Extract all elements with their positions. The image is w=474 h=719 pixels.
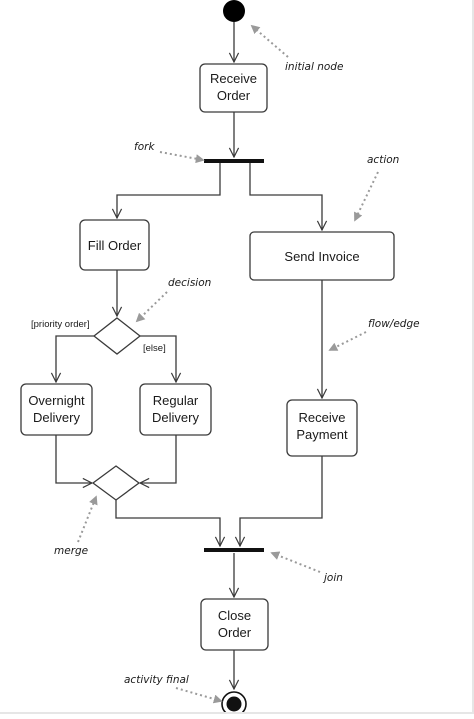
overnight-delivery-line-2: Delivery <box>33 410 80 425</box>
action-fill-order: Fill Order <box>79 219 150 271</box>
annotation-merge: merge <box>54 545 88 557</box>
regular-delivery-line-2: Delivery <box>152 410 199 425</box>
guard-priority-order: [priority order] <box>31 319 90 330</box>
initial-node <box>223 0 245 22</box>
annotation-arrow-decision <box>135 291 168 323</box>
annotation-arrows <box>77 24 379 704</box>
annotation-arrow-activity-final <box>175 687 223 704</box>
join-bar <box>204 548 264 552</box>
send-invoice-label: Send Invoice <box>284 249 359 264</box>
action-close-order: Close Order <box>200 598 269 651</box>
fill-order-label: Fill Order <box>88 238 142 253</box>
action-overnight-delivery: Overnight Delivery <box>20 383 93 436</box>
edge-receive-payment-to-join <box>240 456 323 546</box>
annotation-fork: fork <box>134 141 155 153</box>
action-regular-delivery: Regular Delivery <box>139 383 212 436</box>
annotation-arrow-action <box>354 171 379 222</box>
annotation-arrow-merge <box>77 495 98 543</box>
annotation-decision: decision <box>168 277 211 289</box>
edge-fork-to-fill-order <box>117 162 221 218</box>
edge-decision-to-regular <box>140 335 176 382</box>
decision-diamond <box>92 317 142 355</box>
action-receive-order: Receive Order <box>199 63 268 113</box>
annotation-arrow-initial-node <box>250 24 289 58</box>
annotation-activity-final: activity final <box>124 674 189 686</box>
regular-delivery-line-1: Regular <box>153 393 199 408</box>
receive-payment-line-1: Receive <box>299 410 346 425</box>
action-send-invoice: Send Invoice <box>249 231 395 281</box>
edge-decision-to-overnight <box>56 335 94 382</box>
action-receive-payment: Receive Payment <box>286 399 358 457</box>
annotation-flow-edge: flow/edge <box>368 318 420 330</box>
edge-regular-to-merge <box>140 435 177 483</box>
merge-diamond <box>91 465 141 501</box>
receive-payment-line-2: Payment <box>296 427 348 442</box>
frame-edge-bottom <box>0 712 474 714</box>
close-order-line-1: Close <box>218 608 251 623</box>
edge-merge-to-join <box>115 500 220 546</box>
frame-edge-right <box>472 0 474 714</box>
edge-fork-to-send-invoice <box>249 162 322 230</box>
annotation-initial-node: initial node <box>285 61 343 73</box>
overnight-delivery-line-1: Overnight <box>28 393 85 408</box>
receive-order-line-1: Receive <box>210 71 257 86</box>
receive-order-line-2: Order <box>217 88 251 103</box>
edge-overnight-to-merge <box>55 435 92 483</box>
annotation-join: join <box>322 572 343 584</box>
flow-edges <box>56 22 322 689</box>
guard-else: [else] <box>143 343 166 354</box>
annotation-action: action <box>367 154 399 166</box>
fork-bar <box>204 159 264 163</box>
annotation-arrow-join <box>270 551 321 573</box>
annotation-arrow-fork <box>159 151 205 164</box>
close-order-line-2: Order <box>218 625 252 640</box>
annotation-arrow-flow-edge <box>328 331 367 351</box>
activity-final-node <box>221 691 247 717</box>
